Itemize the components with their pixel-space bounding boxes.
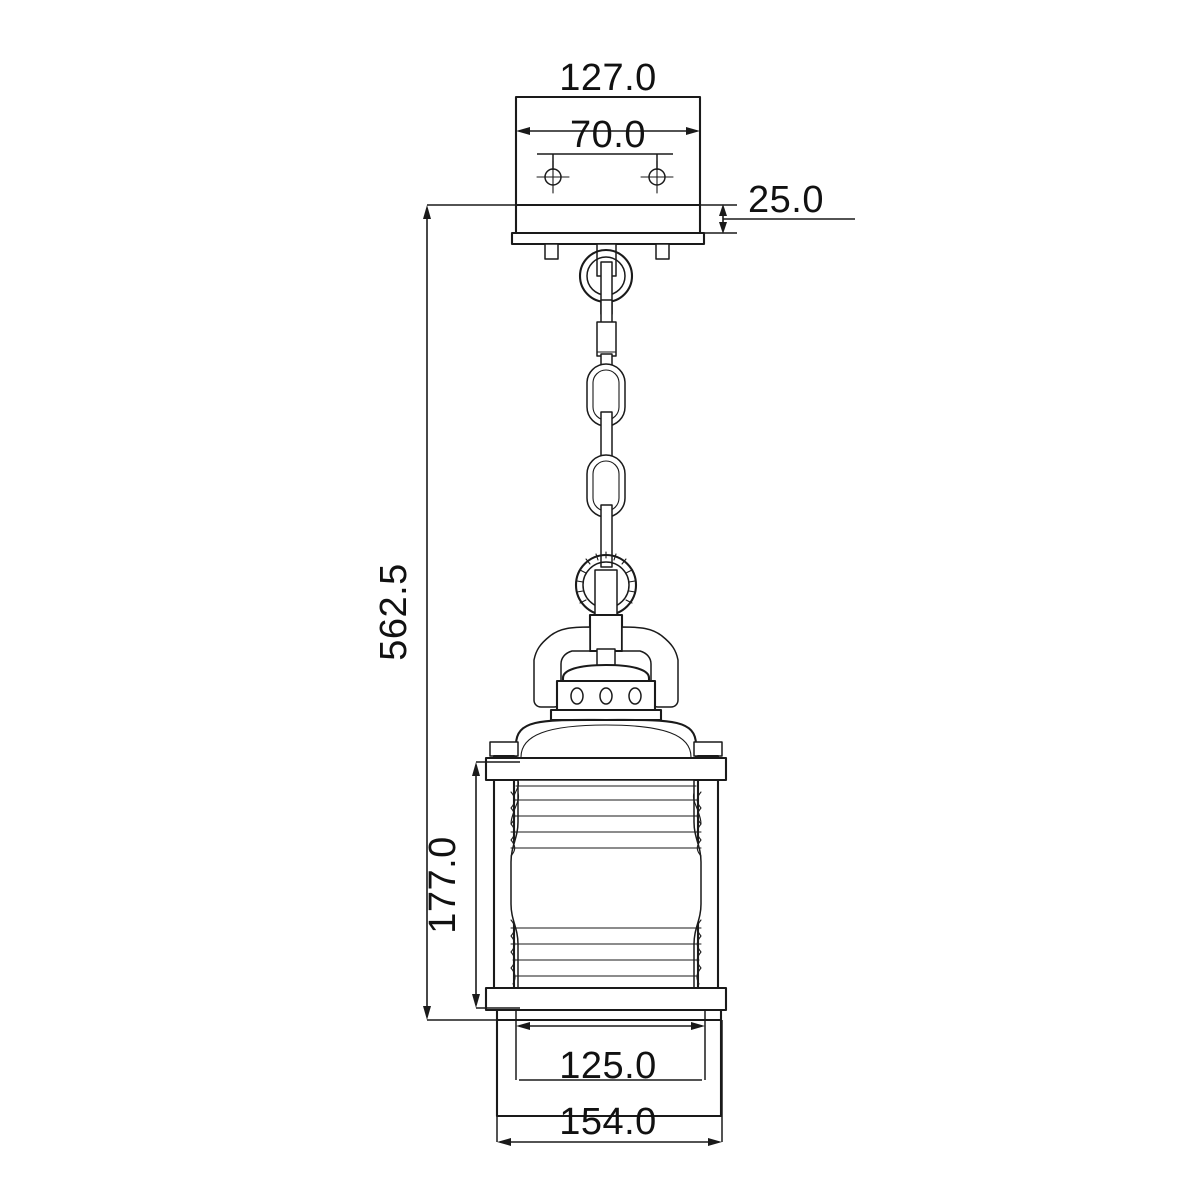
dim-label-canopy-height: 25.0	[748, 179, 824, 221]
dim-label-hole-spacing: 70.0	[570, 114, 646, 156]
canopy-underside-pins	[544, 243, 670, 260]
glass-ribs-upper	[510, 779, 702, 849]
dimension-overall-height: 562.5	[373, 204, 700, 1021]
dim-label-body-width: 154.0	[559, 1101, 657, 1143]
lantern-carry-yoke	[533, 613, 679, 708]
lantern-vented-cap	[549, 663, 663, 722]
cage-top-rail	[484, 756, 728, 782]
dim-label-canopy-width: 127.0	[559, 57, 657, 99]
dimension-glass-height: 177.0	[422, 761, 520, 1009]
dimension-glass-width: 125.0	[515, 1010, 706, 1087]
lantern-dome-shade	[514, 718, 698, 764]
cage-bottom-rail	[484, 986, 728, 1012]
dim-label-overall-height: 562.5	[373, 563, 415, 661]
glass-rib-edges	[510, 791, 702, 985]
suspension-chain	[586, 299, 626, 568]
dimension-canopy-width: 127.0	[515, 57, 701, 135]
dim-label-glass-width: 125.0	[559, 1045, 657, 1087]
loop-knurling	[576, 551, 636, 604]
dimension-hole-spacing: 70.0	[537, 114, 673, 170]
dimension-body-width: 154.0	[496, 1020, 723, 1146]
ribbed-glass-cylinder	[510, 779, 702, 997]
lantern-base-housing	[495, 1008, 723, 1118]
cap-vent-holes	[570, 687, 642, 705]
dim-label-glass-height: 177.0	[422, 836, 464, 934]
ceiling-canopy-plate	[510, 95, 706, 260]
dimension-canopy-height: 25.0	[700, 179, 855, 234]
